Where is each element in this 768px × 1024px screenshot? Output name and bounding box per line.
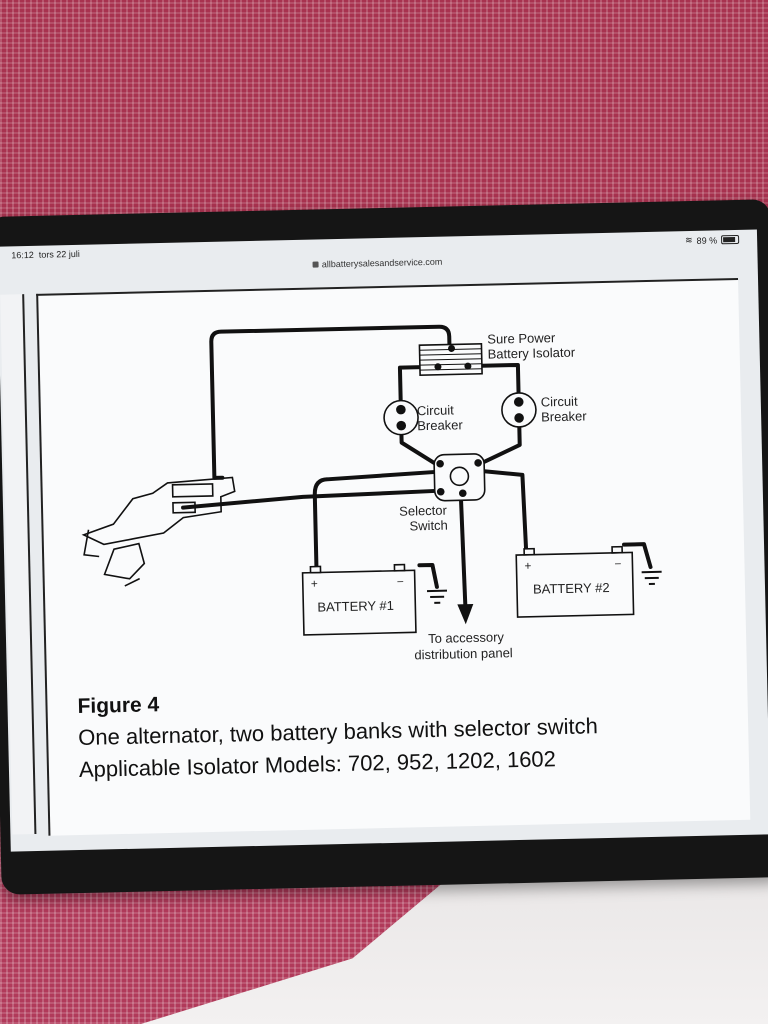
selector-label-2: Switch <box>409 518 448 534</box>
battery-percent: 89 % <box>696 234 718 246</box>
wifi-icon: ≋ <box>684 234 693 246</box>
outboard-motor <box>81 476 236 587</box>
lock-icon <box>312 261 319 268</box>
selector-switch <box>433 453 486 502</box>
wire-alternator-to-isolator <box>209 324 452 480</box>
breaker-left-label-2: Breaker <box>417 417 464 433</box>
wire-right-breaker-to-switch <box>478 417 522 466</box>
battery-2 <box>515 545 635 618</box>
battery-isolator <box>418 342 483 376</box>
wire-switch-to-battery1 <box>312 469 440 577</box>
status-date: tors 22 juli <box>38 248 80 260</box>
battery-2-label: BATTERY #2 <box>533 580 610 597</box>
breaker-right-label-2: Breaker <box>541 408 588 424</box>
wire-switch-to-battery2 <box>478 468 529 552</box>
battery-2-minus: − <box>614 557 621 571</box>
accessory-arrow <box>457 496 474 625</box>
selector-label-1: Selector <box>399 503 448 519</box>
status-indicators: ≋ 89 % <box>684 234 740 246</box>
document-page: Sure Power Battery Isolator Circuit Brea… <box>36 277 751 836</box>
previous-page-edge <box>0 294 37 835</box>
wire-battery2-ground <box>622 542 653 570</box>
breaker-right-label-1: Circuit <box>541 394 579 410</box>
figure-description: One alternator, two battery banks with s… <box>77 713 599 751</box>
battery-1-plus: + <box>311 577 318 591</box>
status-time: 16:12 <box>11 249 34 261</box>
isolator-label-2: Battery Isolator <box>487 345 575 362</box>
breaker-left-label-1: Circuit <box>417 402 455 418</box>
wire-battery1-ground <box>417 562 439 589</box>
isolator-label-1: Sure Power <box>487 330 556 347</box>
battery-icon <box>721 234 740 245</box>
wiring-diagram: Sure Power Battery Isolator Circuit Brea… <box>81 324 662 662</box>
figure-models: Applicable Isolator Models: 702, 952, 12… <box>78 746 557 783</box>
tablet-device: 16:12 tors 22 juli ≋ 89 % allbatterysale… <box>0 199 768 895</box>
battery-1-minus: − <box>397 575 404 589</box>
wire-alternator-to-switch <box>181 488 440 510</box>
circuit-breaker-right <box>501 392 537 428</box>
battery-2-plus: + <box>524 559 531 573</box>
status-time-date: 16:12 tors 22 juli <box>11 249 80 261</box>
wires <box>181 324 653 589</box>
tablet-screen: 16:12 tors 22 juli ≋ 89 % allbatterysale… <box>0 229 768 852</box>
battery-1 <box>301 563 417 636</box>
figure-caption: Figure 4 One alternator, two battery ban… <box>77 683 599 789</box>
url-text: allbatterysalesandservice.com <box>321 256 443 270</box>
accessory-label-1: To accessory <box>428 629 505 646</box>
wire-isolator-to-right-breaker <box>479 362 521 402</box>
ground-symbols <box>426 570 662 604</box>
battery-1-label: BATTERY #1 <box>317 598 394 615</box>
accessory-label-2: distribution panel <box>414 645 513 662</box>
circuit-breaker-left <box>383 399 419 436</box>
